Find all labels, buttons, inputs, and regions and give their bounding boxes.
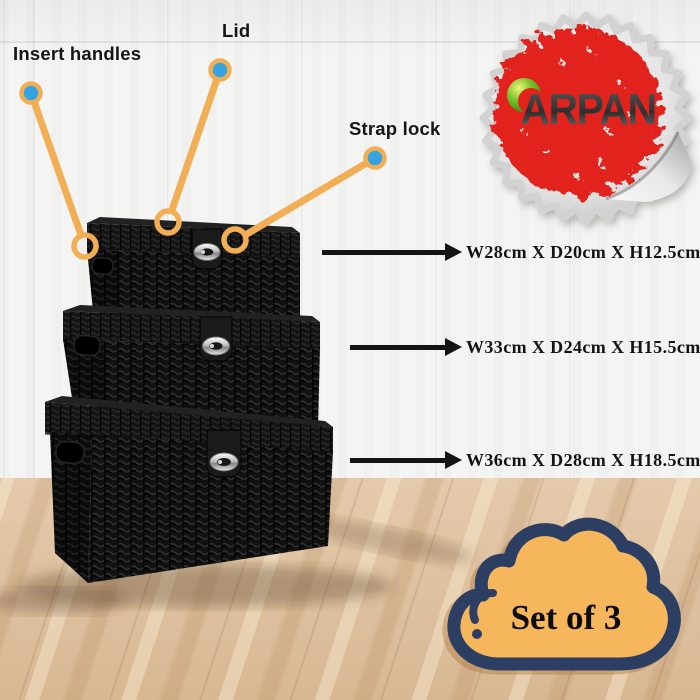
basket-middle-strap-lock (202, 336, 230, 356)
arrow-right-icon (445, 451, 462, 469)
callout-dot-strap-lock (363, 146, 387, 170)
basket-bottom-handle (55, 440, 85, 465)
callout-ring-strap-lock (221, 226, 249, 254)
basket-bottom-lid (45, 402, 333, 452)
sticker-red-splatter (494, 28, 662, 196)
dimension-text: W36cm X D28cm X H18.5cm (466, 449, 700, 470)
quote-mark-icon (469, 589, 497, 624)
dimension-text: W33cm X D24cm X H15.5cm (466, 336, 700, 357)
callout-dot-insert-handles (19, 81, 43, 105)
basket-middle-handle (73, 334, 101, 357)
arrow-line (350, 344, 445, 350)
dimension-row-small: W28cm X D20cm X H12.5cm (322, 241, 700, 263)
arrow-right-icon (445, 243, 462, 261)
callout-overlay (19, 58, 387, 260)
basket-top (86, 217, 301, 324)
callout-dot-lid (208, 58, 232, 82)
callout-line-insert-handles (27, 89, 85, 239)
arrow-line (350, 457, 445, 463)
brand-logo-text: ARPAN (520, 84, 657, 134)
label-strap-lock: Strap lock (349, 118, 441, 139)
label-insert-handles: Insert handles (13, 43, 142, 64)
label-lid: Lid (222, 20, 251, 41)
cloud-shape (447, 517, 681, 671)
callout-line-strap-lock (243, 154, 379, 238)
callout-ring-insert-handles (71, 232, 99, 260)
dimension-row-medium: W33cm X D24cm X H15.5cm (350, 336, 700, 358)
callout-ring-lid (154, 208, 182, 236)
arrow-right-icon (445, 338, 462, 356)
sticker-page-curl (606, 132, 692, 202)
basket-top-handle (91, 257, 114, 275)
basket-bottom-strap-lock (209, 452, 239, 472)
dimension-row-large: W36cm X D28cm X H18.5cm (350, 449, 700, 471)
arpan-sticker-logo (479, 11, 693, 225)
basket-top-strap-lock (193, 243, 221, 261)
basket-middle-lid (63, 311, 320, 348)
basket-bottom (44, 396, 334, 583)
set-badge-cloud (447, 517, 681, 671)
dimension-text: W28cm X D20cm X H12.5cm (466, 241, 700, 262)
set-badge-text: Set of 3 (510, 598, 622, 637)
callout-line-lid (168, 66, 224, 214)
wall-trim-line (0, 41, 700, 43)
arrow-line (322, 249, 445, 255)
